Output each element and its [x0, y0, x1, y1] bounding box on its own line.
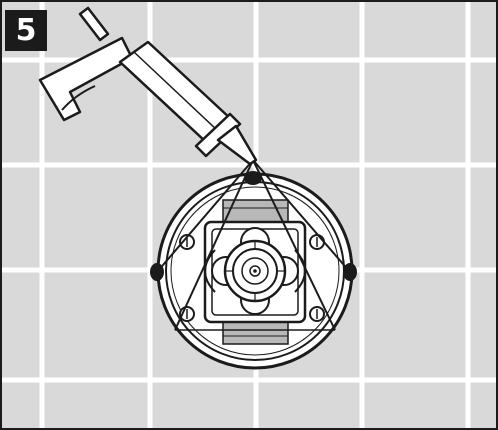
- caulk-path-lines: [156, 159, 351, 331]
- step-number-badge: 5: [5, 10, 47, 51]
- valve-trim-plate-icon: [156, 172, 354, 370]
- caulk-gun-icon: [38, 6, 258, 166]
